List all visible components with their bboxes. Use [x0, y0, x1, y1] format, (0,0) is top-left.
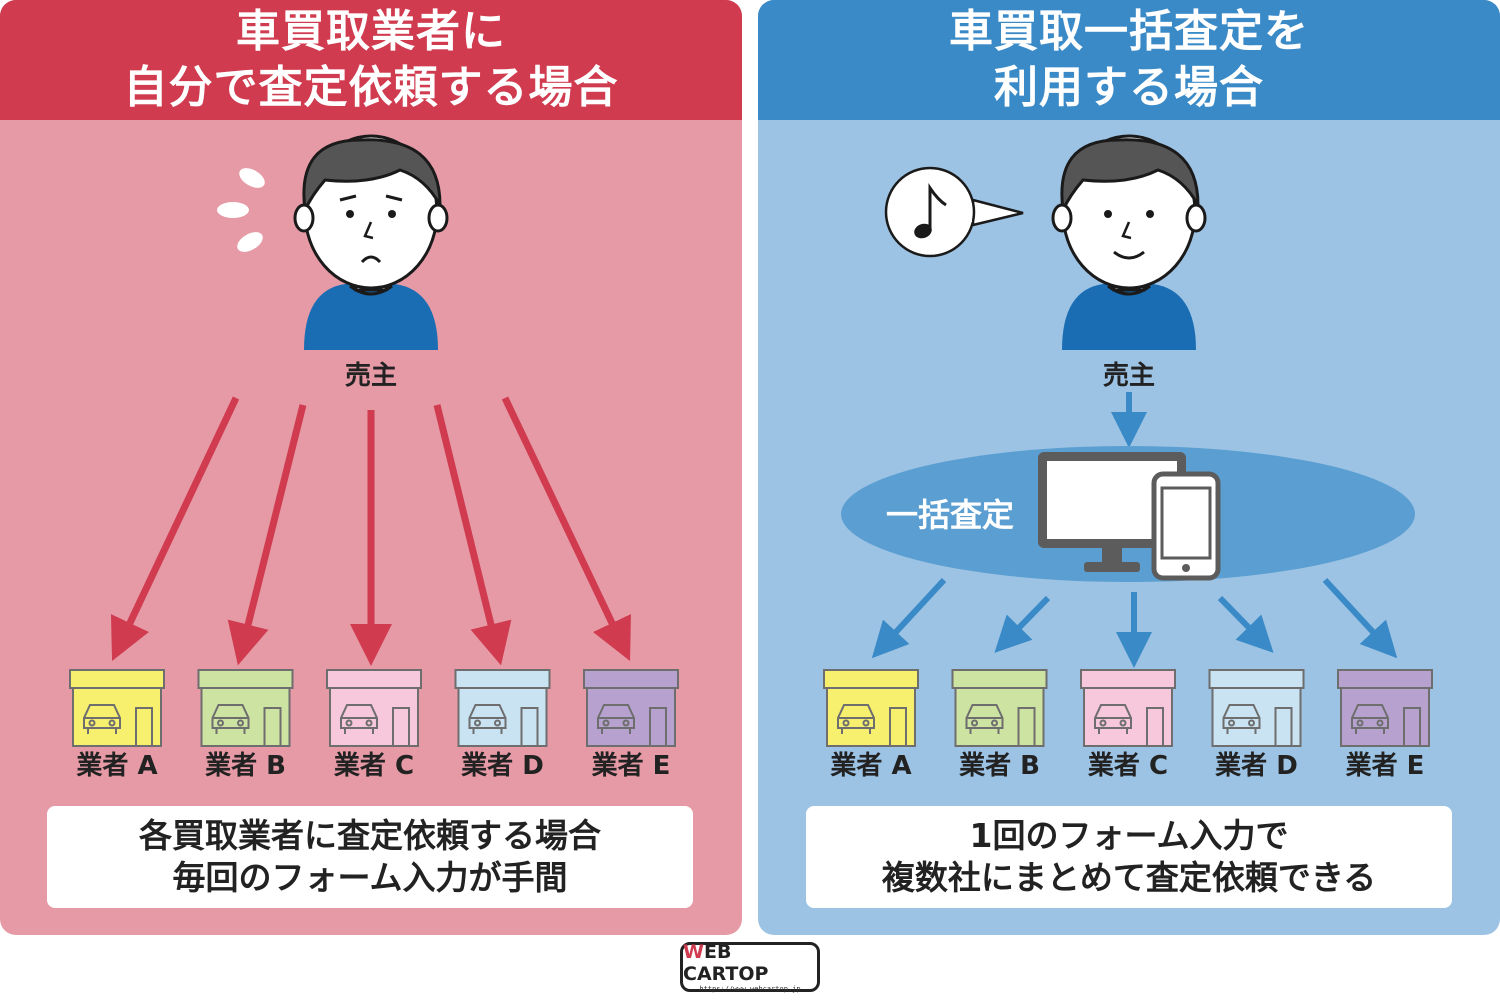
car-icon	[597, 704, 635, 734]
right-panel: 車買取一括査定を 利用する場合	[758, 0, 1500, 935]
car-icon	[837, 704, 875, 734]
car-icon	[1351, 704, 1389, 734]
left-panel: 車買取業者に 自分で査定依頼する場合	[0, 0, 742, 935]
webcartop-logo: WEB CARTOP https://www.webcartop.jp	[680, 940, 820, 993]
left-dealers: 業者 A 業者 B 業者 C 業者 D 業者 E	[69, 669, 679, 781]
dealer-label-e: 業者 E	[1346, 751, 1425, 781]
arrow-to-dealer-a	[871, 577, 947, 659]
right-title-line2: 利用する場合	[994, 62, 1264, 113]
dealer-shop-d	[1208, 669, 1305, 747]
right-arrows	[871, 577, 1398, 668]
service-label: 一括査定	[886, 496, 1014, 534]
dealer-label-a: 業者 A	[76, 751, 157, 781]
left-title-line2: 自分で査定依頼する場合	[123, 62, 619, 113]
dealer-label-c: 業者 C	[334, 751, 414, 781]
arrow-to-dealer-e	[1322, 577, 1398, 659]
right-title-line1: 車買取一括査定を	[949, 6, 1309, 57]
car-icon	[83, 704, 121, 734]
happy-seller-icon	[1051, 134, 1207, 350]
right-summary-line1: 1回のフォーム入力で	[969, 816, 1289, 855]
arrow-to-dealer-d	[1217, 595, 1274, 653]
dealer-shop-e	[583, 669, 679, 747]
smartphone-icon	[1151, 471, 1221, 581]
dealer-shop-a	[823, 669, 919, 747]
dealer-label-d: 業者 D	[461, 751, 544, 781]
arrow-to-dealer-b	[227, 404, 307, 666]
arrow-to-dealer-b	[994, 595, 1051, 653]
dealer-shop-b	[951, 669, 1048, 747]
sweat-icon	[217, 168, 265, 252]
arrow-to-dealer-d	[433, 404, 512, 666]
arrow-to-dealer-a	[110, 396, 240, 661]
car-icon	[468, 704, 507, 734]
arrow-to-dealer-e	[501, 396, 631, 661]
car-icon	[1094, 704, 1132, 734]
left-diagram: 売主 業者 A 業者 B 業者 C 業者 D 業者 E	[69, 134, 679, 781]
left-title-line1: 車買取業者に	[236, 6, 506, 57]
logo-brand: WEB CARTOP	[683, 940, 769, 985]
right-header: 車買取一括査定を 利用する場合	[758, 0, 1500, 120]
right-summary: 1回のフォーム入力で 複数社にまとめて査定依頼できる	[806, 806, 1452, 908]
dealer-label-b: 業者 B	[959, 751, 1040, 781]
car-icon	[211, 704, 250, 734]
dealer-shop-c	[1080, 669, 1176, 747]
left-summary-line1: 各買取業者に査定依頼する場合	[139, 816, 601, 855]
right-diagram: 売主 一括査定 業者 A 業者 B 業者 C 業者 D 業者 E	[823, 134, 1433, 781]
dealer-label-a: 業者 A	[830, 751, 911, 781]
left-arrows	[110, 396, 631, 666]
car-icon	[1222, 704, 1261, 734]
dealer-shop-b	[197, 669, 294, 747]
speech-bubble	[884, 166, 1024, 258]
dealer-label-c: 業者 C	[1088, 751, 1168, 781]
dealer-shop-e	[1337, 669, 1433, 747]
dealer-shop-a	[69, 669, 165, 747]
dealer-shop-d	[454, 669, 551, 747]
dealer-label-b: 業者 B	[205, 751, 286, 781]
dealer-shop-c	[326, 669, 422, 747]
left-seller-label: 売主	[345, 361, 397, 391]
music-note-icon	[914, 183, 947, 239]
right-summary-line2: 複数社にまとめて査定依頼できる	[881, 858, 1377, 897]
left-header: 車買取業者に 自分で査定依頼する場合	[0, 0, 742, 120]
left-summary: 各買取業者に査定依頼する場合 毎回のフォーム入力が手間	[47, 806, 693, 908]
dealer-label-d: 業者 D	[1215, 751, 1298, 781]
worried-seller-icon	[293, 134, 449, 350]
left-summary-line2: 毎回のフォーム入力が手間	[172, 858, 568, 897]
car-icon	[965, 704, 1004, 734]
logo-url: https://www.webcartop.jp	[699, 984, 801, 993]
right-seller-label: 売主	[1103, 361, 1155, 391]
car-icon	[340, 704, 378, 734]
right-dealers: 業者 A 業者 B 業者 C 業者 D 業者 E	[823, 669, 1433, 781]
dealer-label-e: 業者 E	[592, 751, 671, 781]
